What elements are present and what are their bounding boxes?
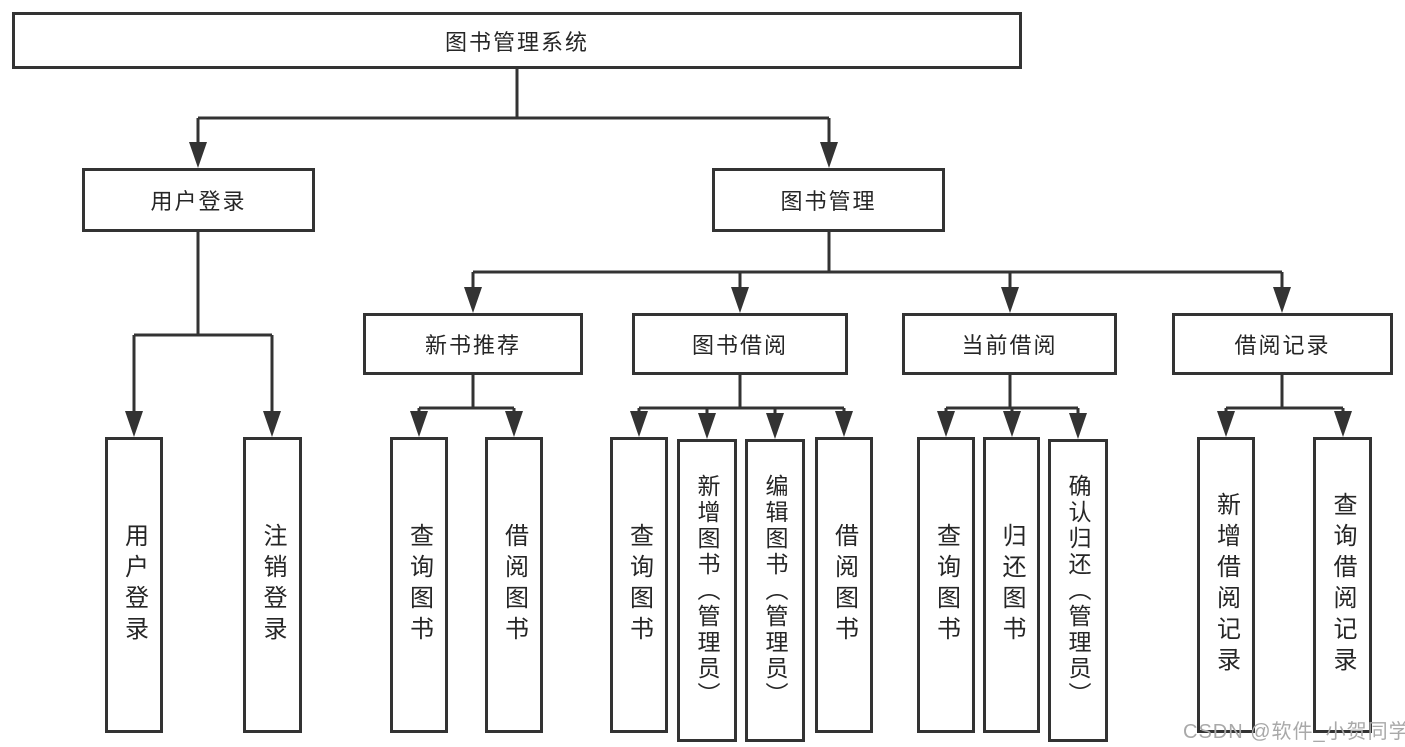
leaf-query-books-recommend-label: 查询图书 bbox=[405, 523, 433, 647]
leaf-logout-label: 注销登录 bbox=[259, 523, 286, 647]
node-new-book-recommend-label: 新书推荐 bbox=[424, 333, 521, 358]
leaf-confirm-return-admin-label: 确认归还（管理员） bbox=[1065, 473, 1091, 708]
leaf-query-books-borrow-label: 查询图书 bbox=[625, 523, 653, 647]
leaf-add-borrow-record: 新增借阅记录 bbox=[1197, 437, 1255, 733]
node-book-borrow-label: 图书借阅 bbox=[691, 333, 788, 358]
node-root-label: 图书管理系统 bbox=[444, 29, 589, 55]
leaf-logout: 注销登录 bbox=[243, 437, 302, 733]
leaf-borrow-books-label: 借阅图书 bbox=[830, 523, 858, 647]
leaf-user-login: 用户登录 bbox=[105, 437, 163, 733]
node-book-management: 图书管理 bbox=[712, 168, 945, 232]
node-current-borrow: 当前借阅 bbox=[902, 313, 1117, 375]
node-borrow-records-label: 借阅记录 bbox=[1234, 333, 1331, 358]
leaf-borrow-books: 借阅图书 bbox=[815, 437, 873, 733]
leaf-query-borrow-record: 查询借阅记录 bbox=[1313, 437, 1372, 733]
leaf-confirm-return-admin: 确认归还（管理员） bbox=[1048, 439, 1108, 742]
node-user-login-label: 用户登录 bbox=[150, 189, 247, 214]
node-book-management-label: 图书管理 bbox=[780, 189, 877, 214]
node-root: 图书管理系统 bbox=[12, 12, 1022, 69]
leaf-return-book-label: 归还图书 bbox=[998, 523, 1025, 647]
leaf-query-books-recommend: 查询图书 bbox=[390, 437, 448, 733]
leaf-query-borrow-record-label: 查询借阅记录 bbox=[1329, 492, 1356, 678]
leaf-add-book-admin-label: 新增图书（管理员） bbox=[694, 473, 720, 708]
leaf-add-borrow-record-label: 新增借阅记录 bbox=[1212, 492, 1240, 678]
node-current-borrow-label: 当前借阅 bbox=[961, 333, 1058, 358]
leaf-return-book: 归还图书 bbox=[983, 437, 1040, 733]
node-user-login: 用户登录 bbox=[82, 168, 315, 232]
node-borrow-records: 借阅记录 bbox=[1172, 313, 1393, 375]
watermark: CSDN @软件_小贺同学 bbox=[1183, 721, 1405, 743]
leaf-query-books-borrow: 查询图书 bbox=[610, 437, 668, 733]
leaf-add-book-admin: 新增图书（管理员） bbox=[677, 439, 737, 742]
leaf-borrow-books-recommend: 借阅图书 bbox=[485, 437, 543, 733]
leaf-user-login-label: 用户登录 bbox=[120, 523, 148, 647]
leaf-edit-book-admin: 编辑图书（管理员） bbox=[745, 439, 805, 742]
node-book-borrow: 图书借阅 bbox=[632, 313, 848, 375]
leaf-borrow-books-recommend-label: 借阅图书 bbox=[500, 523, 528, 647]
leaf-query-books-current: 查询图书 bbox=[917, 437, 975, 733]
leaf-edit-book-admin-label: 编辑图书（管理员） bbox=[762, 473, 788, 708]
leaf-query-books-current-label: 查询图书 bbox=[932, 523, 960, 647]
node-new-book-recommend: 新书推荐 bbox=[363, 313, 583, 375]
